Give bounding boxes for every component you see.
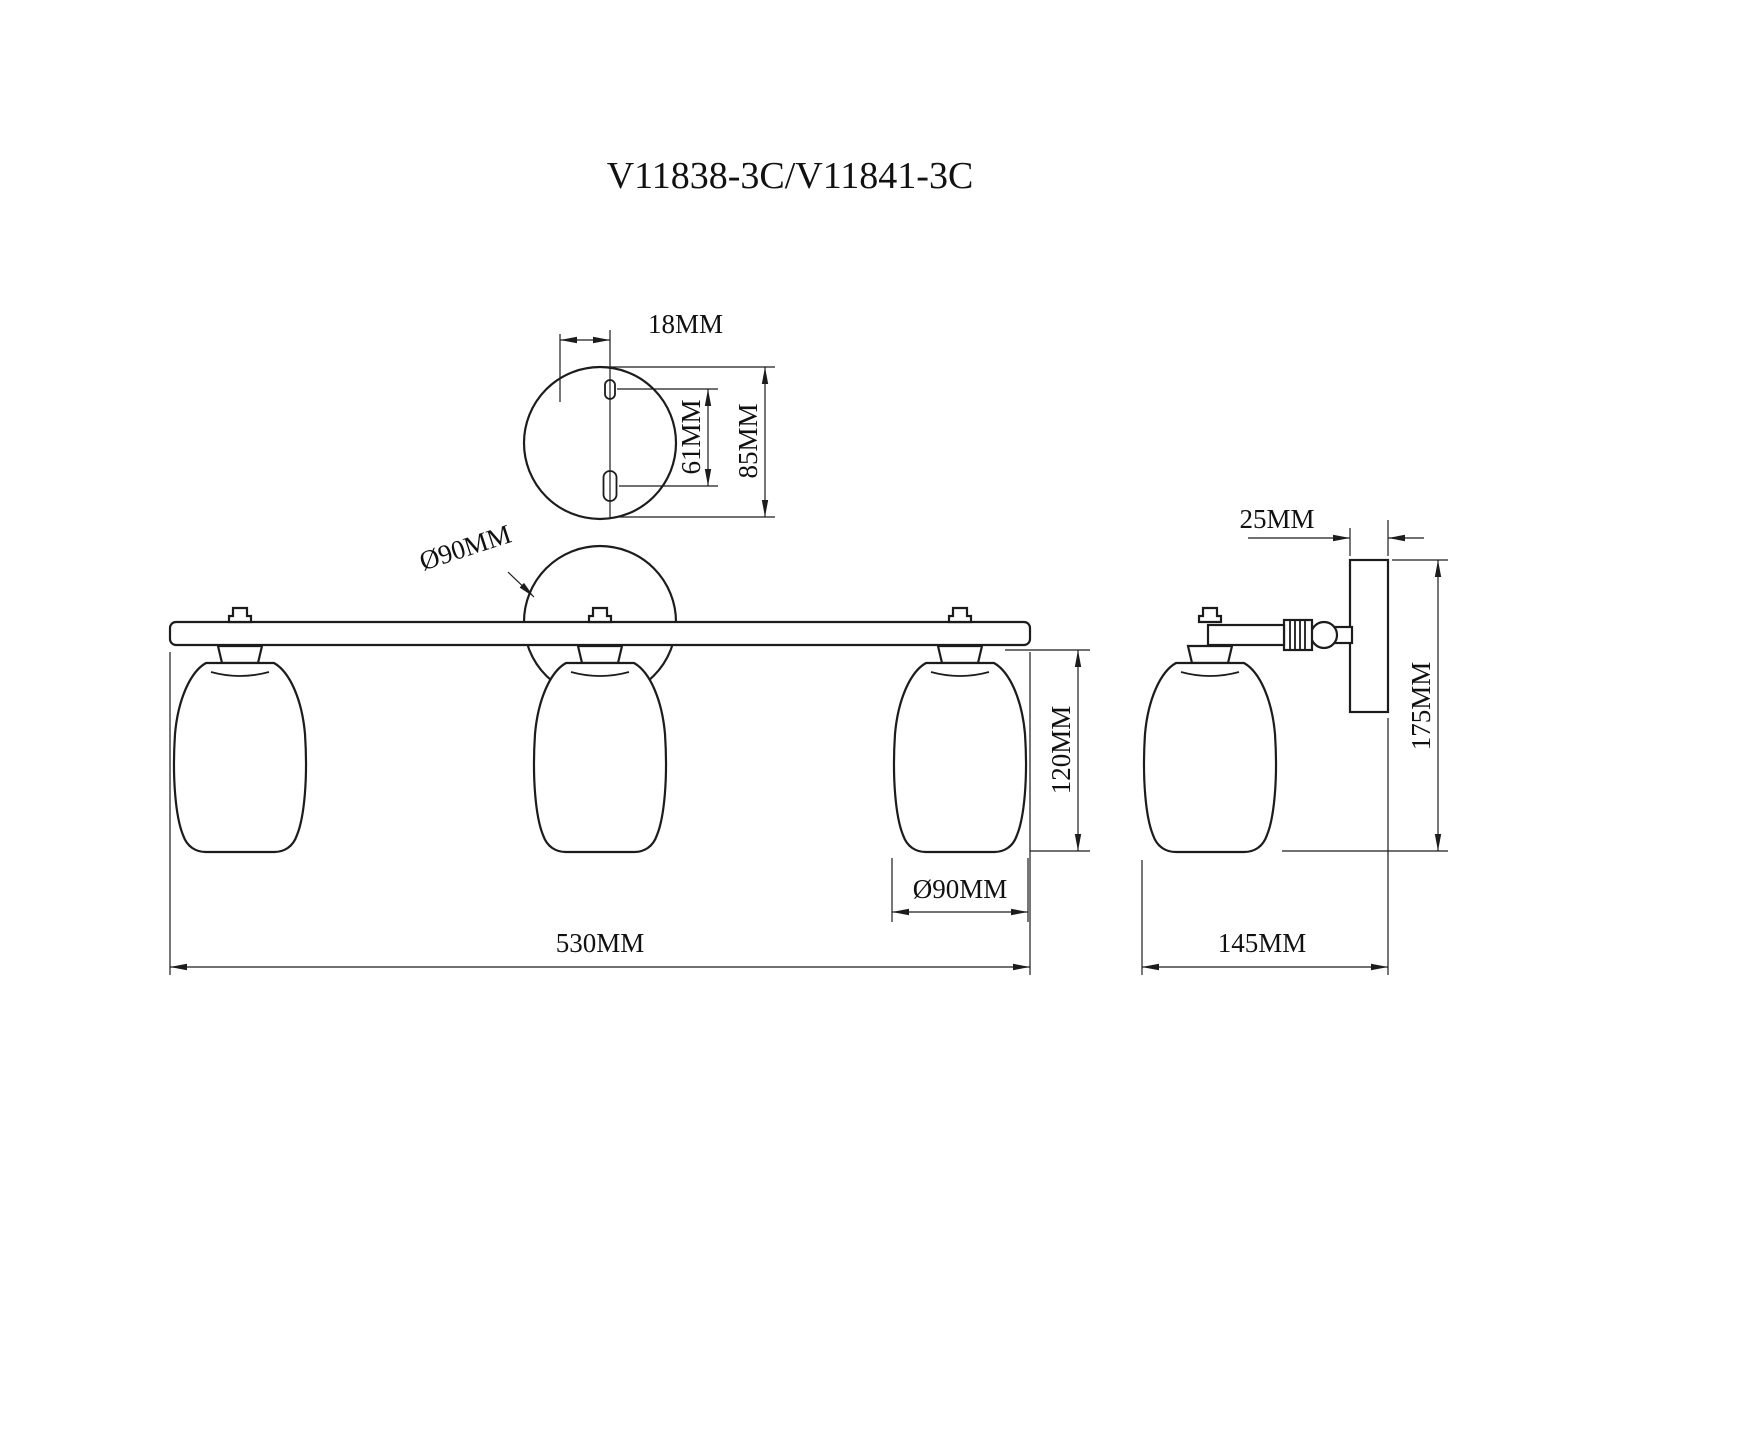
dim-slot-offset: 18MM	[559, 309, 723, 402]
dim-overall-depth: 145MM	[1141, 718, 1389, 975]
dim-wall-plate-depth: 25MM	[1239, 504, 1424, 556]
dim-label-shade-diameter: Ø90MM	[913, 874, 1008, 904]
dim-label-shade-height: 120MM	[1046, 706, 1076, 795]
wall-plate	[1348, 558, 1390, 714]
dim-shade-height: 120MM	[1005, 649, 1090, 852]
dim-label-overall-depth: 145MM	[1218, 928, 1307, 958]
dim-plate-height: 85MM	[604, 366, 775, 518]
dim-hole-spacing: 61MM	[617, 388, 718, 487]
mount-slot-top	[604, 379, 616, 400]
dim-label-plate-height: 85MM	[733, 403, 763, 478]
arm-pivot-ball	[1309, 620, 1339, 650]
dim-label-wall-plate-depth: 25MM	[1239, 504, 1314, 534]
mount-plate-circle	[522, 365, 678, 521]
front-view: Ø90MM 120MM Ø90MM 530MM	[168, 519, 1090, 975]
dim-shade-diameter: Ø90MM	[891, 858, 1029, 922]
dim-label-overall-height: 175MM	[1406, 662, 1436, 751]
arm-knurl	[1282, 618, 1314, 652]
dim-label-slot-offset: 18MM	[648, 309, 723, 339]
arm-bar	[1206, 623, 1286, 647]
side-view: 25MM 175MM 145MM	[1141, 504, 1448, 975]
fixture-bar	[168, 620, 1032, 647]
mount-plate-detail-view: 18MM 61MM 85MM	[522, 309, 775, 521]
dim-label-overall-width: 530MM	[556, 928, 645, 958]
drawing-title: V11838-3C/V11841-3C	[607, 155, 974, 197]
mount-slot-bottom	[602, 470, 618, 502]
dim-label-hole-spacing: 61MM	[676, 399, 706, 474]
dim-overall-width: 530MM	[169, 652, 1031, 975]
dim-overall-height: 175MM	[1282, 559, 1448, 852]
